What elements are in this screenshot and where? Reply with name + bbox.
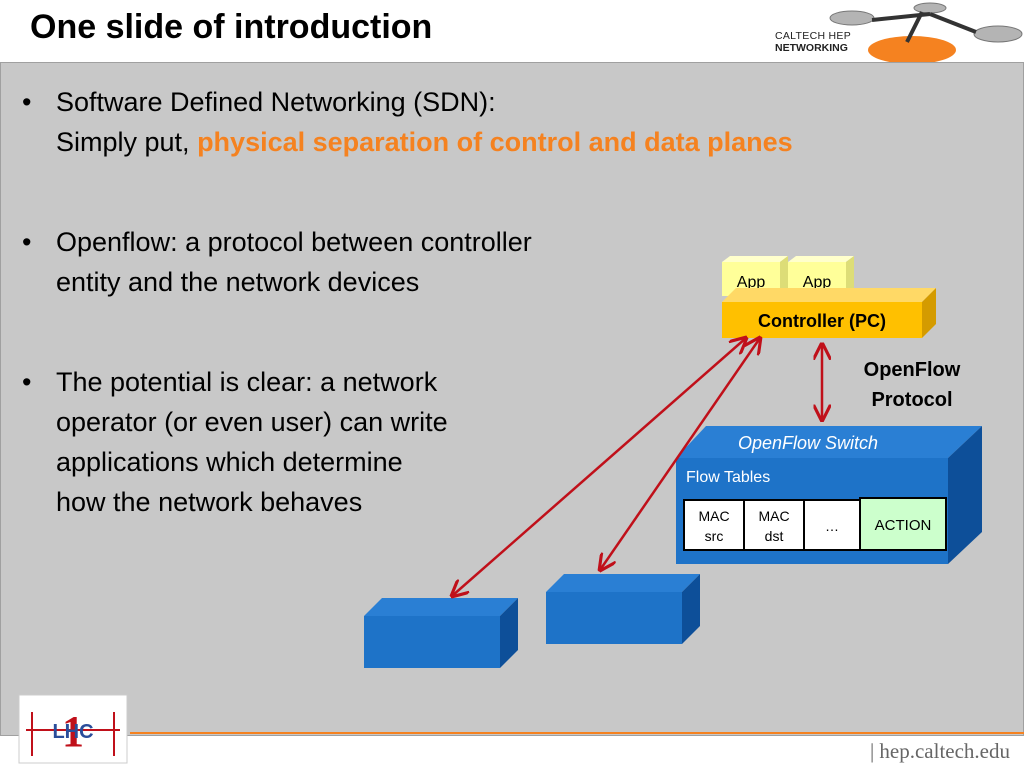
slide-title: One slide of introduction (30, 8, 433, 46)
bullet-sdn-line2: Simply put, physical separation of contr… (56, 127, 793, 157)
bullet-potential-line4: how the network behaves (56, 487, 363, 517)
openflow-switch: OpenFlow Switch Flow Tables MAC src MAC … (676, 426, 982, 564)
controller-label: Controller (PC) (758, 311, 886, 331)
lhc-logo-icon: 1 LHC (18, 694, 128, 764)
bullet-potential-line1: The potential is clear: a network (56, 367, 438, 397)
bullet-openflow-line2: entity and the network devices (56, 267, 420, 297)
logo-line2: NETWORKING (775, 42, 848, 54)
highlight-text: physical separation of control and data … (197, 127, 793, 157)
svg-text:src: src (705, 528, 724, 544)
svg-text:…: … (825, 518, 839, 534)
svg-text:dst: dst (765, 528, 784, 544)
networking-logo-icon (829, 2, 1023, 64)
bullet-potential-line3: applications which determine (56, 447, 403, 477)
logo-line1: CALTECH HEP (775, 30, 852, 42)
flow-cell-ellipsis (803, 499, 861, 551)
svg-text:MAC: MAC (698, 508, 729, 524)
network-switch-1 (364, 598, 518, 668)
svg-text:1: 1 (62, 707, 84, 756)
flow-tables-label: Flow Tables (686, 469, 770, 486)
svg-text:MAC: MAC (758, 508, 789, 524)
protocol-label-line1: OpenFlow (864, 359, 961, 381)
svg-text:ACTION: ACTION (875, 517, 932, 534)
bullet-sdn: • Software Defined Networking (SDN): Sim… (22, 82, 793, 162)
bullet-openflow-line1: Openflow: a protocol between controller (56, 227, 532, 257)
app-label-2: App (803, 274, 832, 291)
protocol-label-line2: Protocol (871, 389, 952, 411)
flow-cell-action (859, 497, 947, 551)
logo-text: CALTECH HEP NETWORKING (775, 30, 851, 54)
bullet-sdn-line1: Software Defined Networking (SDN): (56, 87, 496, 117)
network-switch-2 (546, 574, 700, 644)
control-arrow-2 (600, 338, 760, 570)
controller-box: Controller (PC) (722, 288, 936, 338)
bullet-potential: • The potential is clear: a network oper… (22, 362, 448, 522)
svg-text:LHC: LHC (52, 721, 93, 743)
bullet-openflow: • Openflow: a protocol between controlle… (22, 222, 532, 302)
footer-line (130, 732, 1024, 734)
app-label-1: App (737, 274, 766, 291)
bullet-potential-line2: operator (or even user) can write (56, 407, 448, 437)
footer-url: | hep.caltech.edu (869, 739, 1010, 763)
switch-title: OpenFlow Switch (738, 433, 878, 453)
